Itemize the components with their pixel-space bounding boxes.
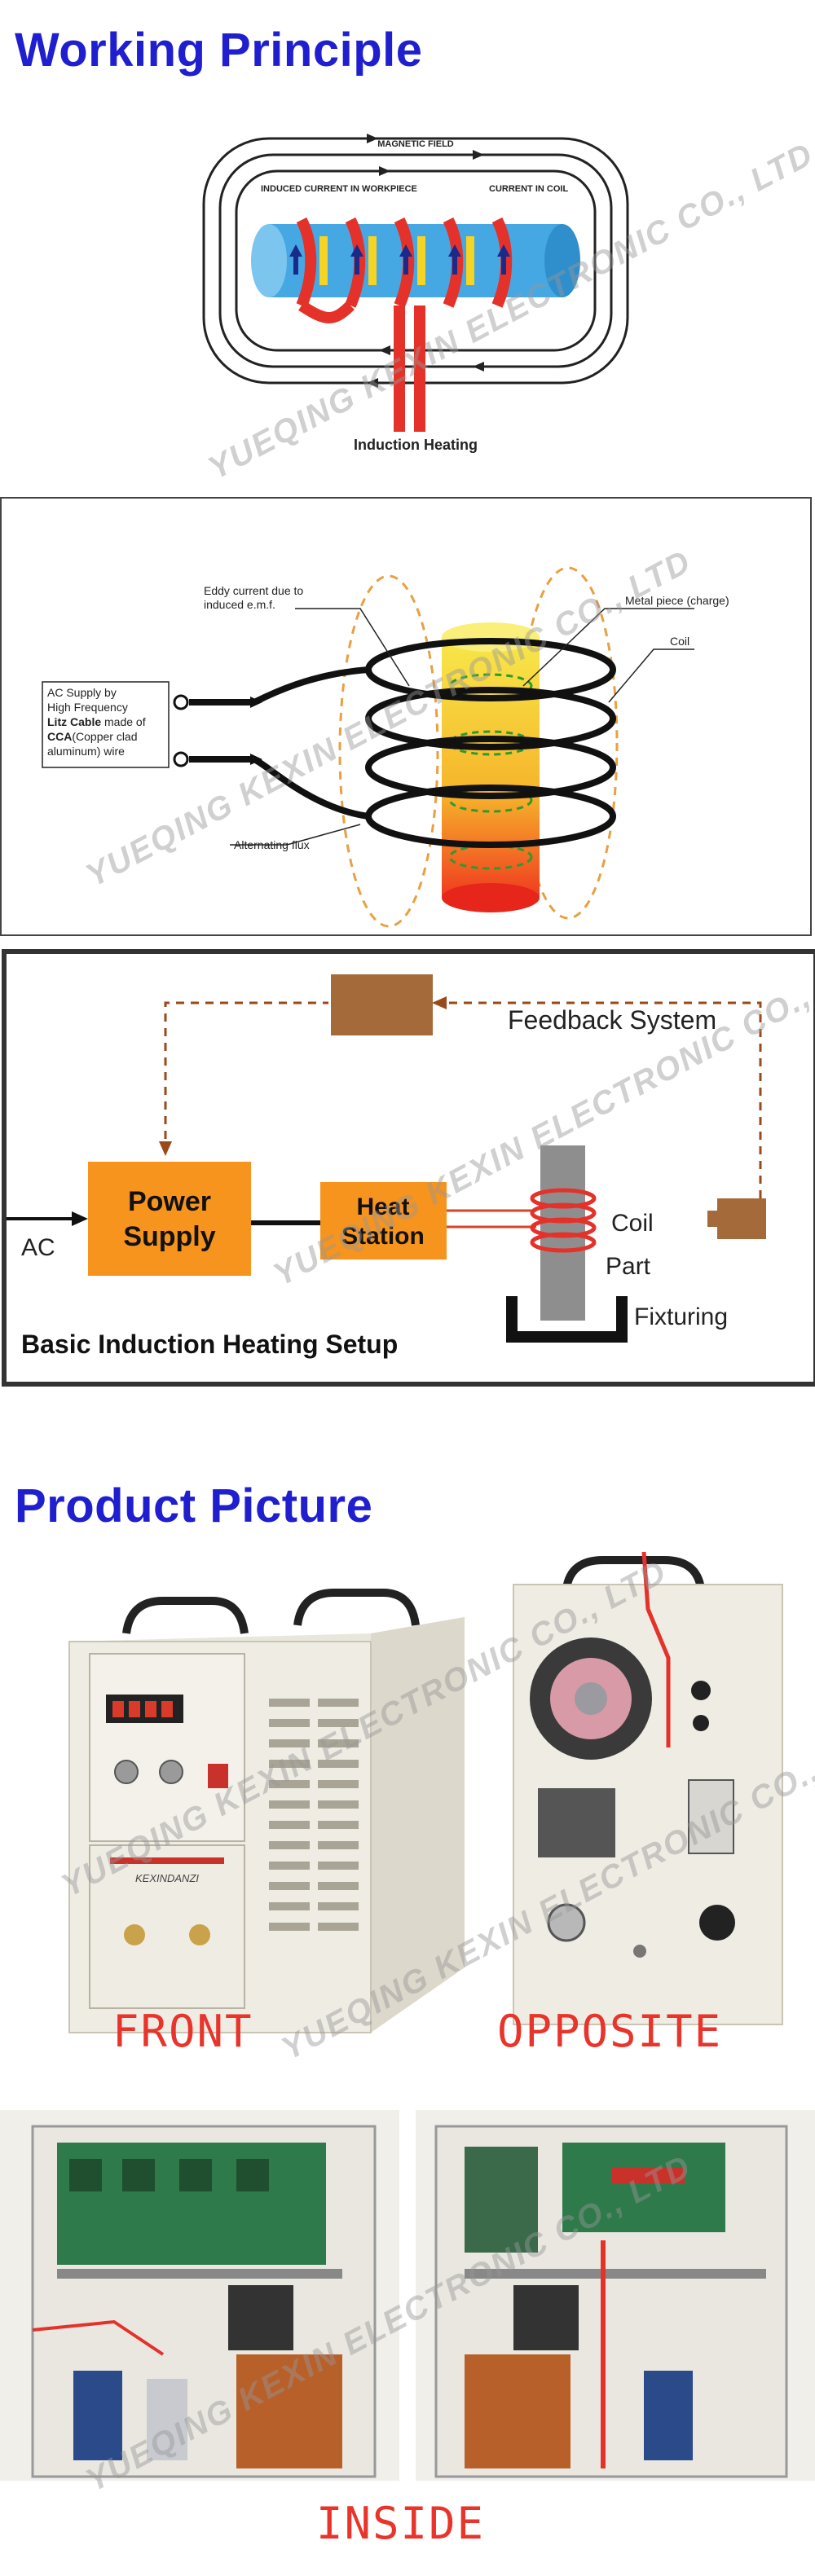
magnetic-field-label: MAGNETIC FIELD bbox=[377, 139, 454, 149]
ac-supply-line2: High Frequency bbox=[47, 701, 128, 714]
ac-supply-line3: made of bbox=[101, 715, 146, 728]
fixturing-label: Fixturing bbox=[634, 1303, 728, 1330]
ac-supply-line1: AC Supply by bbox=[47, 686, 117, 699]
induction-heating-caption: Induction Heating bbox=[354, 437, 478, 453]
litz-cable-label: Litz Cable bbox=[47, 715, 101, 728]
induction-field-diagram: MAGNETIC FIELD INDUCED CURRENT IN WORKPI… bbox=[179, 122, 652, 464]
eddy-label-line2: induced e.m.f. bbox=[204, 598, 275, 611]
coil-setup-label: Coil bbox=[611, 1210, 654, 1237]
part-label: Part bbox=[606, 1253, 651, 1280]
svg-text:CCA(Copper clad: CCA(Copper clad bbox=[47, 730, 138, 743]
setup-caption: Basic Induction Heating Setup bbox=[21, 1330, 398, 1359]
ac-supply-line4: (Copper clad bbox=[72, 730, 137, 743]
working-principle-title: Working Principle bbox=[15, 24, 423, 77]
inside-right-image bbox=[416, 2110, 815, 2481]
front-label: FRONT bbox=[112, 2006, 253, 2057]
feedback-label: Feedback System bbox=[508, 1005, 716, 1035]
brand-label: KEXINDANZI bbox=[135, 1872, 199, 1884]
heat-station-line2: Station bbox=[341, 1223, 425, 1250]
metal-piece-label: Metal piece (charge) bbox=[625, 594, 729, 607]
current-in-coil-label: CURRENT IN COIL bbox=[489, 184, 568, 194]
inside-left-image bbox=[0, 2110, 399, 2481]
front-unit-image: KEXINDANZI bbox=[49, 1576, 473, 2049]
eddy-label-line1: Eddy current due to bbox=[204, 584, 303, 597]
induced-current-label: INDUCED CURRENT IN WORKPIECE bbox=[261, 184, 417, 194]
alternating-flux-label: Alternating flux bbox=[234, 838, 310, 851]
back-unit-image bbox=[501, 1544, 795, 2033]
ac-supply-line5: aluminum) wire bbox=[47, 745, 125, 758]
heat-station-line1: Heat bbox=[356, 1193, 409, 1220]
eddy-current-diagram-panel: Eddy current due to induced e.m.f. Metal… bbox=[0, 497, 812, 936]
power-supply-line2: Supply bbox=[123, 1221, 215, 1252]
coil-label: Coil bbox=[670, 635, 689, 648]
power-supply-line1: Power bbox=[128, 1186, 211, 1217]
ac-label: AC bbox=[21, 1234, 55, 1261]
svg-text:Litz Cable made of: Litz Cable made of bbox=[47, 715, 146, 728]
opposite-label: OPPOSITE bbox=[497, 2006, 723, 2057]
induction-setup-diagram-panel: Feedback System Power Supply Heat Statio… bbox=[2, 949, 815, 1387]
inside-label: INSIDE bbox=[316, 2498, 486, 2549]
cca-label: CCA bbox=[47, 730, 72, 743]
product-picture-title: Product Picture bbox=[15, 1479, 373, 1532]
